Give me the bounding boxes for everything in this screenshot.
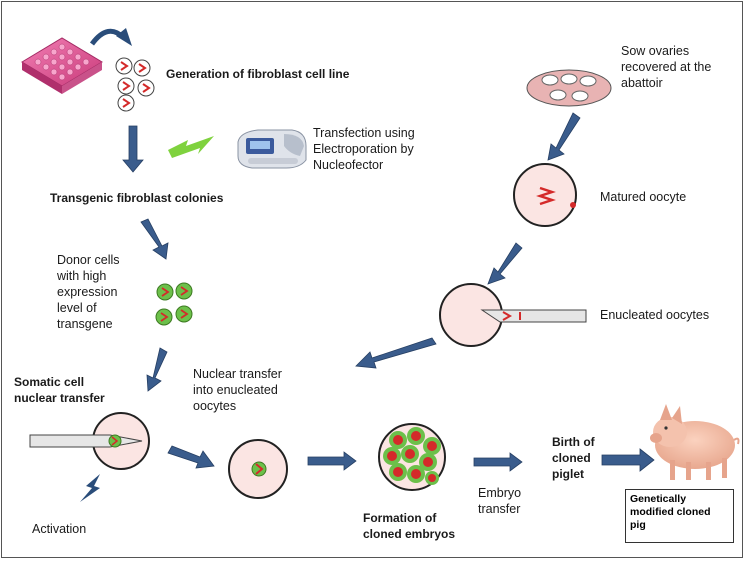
arrow-birth: [601, 448, 655, 472]
label-transfection: Transfection using Electroporation by Nu…: [313, 126, 415, 172]
label-scnt: Somatic cell nuclear transfer: [14, 375, 105, 405]
arrow-enucleated-to-nt: [355, 337, 437, 369]
activation-bolt-icon: [80, 474, 100, 502]
label-fibroblast-line: Generation of fibroblast cell line: [166, 67, 350, 81]
chromatin-icon: [120, 61, 151, 108]
label-matured-oocyte: Matured oocyte: [600, 190, 687, 204]
label-birth: Birth of cloned piglet: [552, 435, 595, 481]
arrow-oocyte-to-enucleated: [487, 242, 523, 285]
nucleofector-device-icon: [237, 129, 307, 169]
fibroblast-cells-icon: [115, 57, 155, 112]
sow-ovaries-icon: [526, 69, 612, 107]
flow-arrows: [122, 112, 655, 472]
curved-arrow-icon: [89, 28, 132, 46]
label-enucleated-oocytes: Enucleated oocytes: [600, 308, 710, 322]
label-sow-ovaries: Sow ovaries recovered at the abattoir: [621, 44, 712, 90]
arrow-down-1: [122, 125, 144, 173]
cloned-embryo-icon: [378, 423, 446, 491]
piglet-icon: [650, 404, 740, 480]
label-modified-pig: Genetically modified cloned pig: [625, 489, 734, 543]
arrow-scnt-to-oocyte: [167, 445, 215, 469]
arrow-oocyte-to-embryo: [307, 451, 357, 471]
label-embryo-transfer: Embryo transfer: [478, 486, 522, 516]
label-transgenic-colonies: Transgenic fibroblast colonies: [50, 191, 224, 205]
label-nuclear-transfer: Nuclear transfer into enucleated oocytes: [193, 367, 282, 413]
label-donor-cells: Donor cells with high expression level o…: [57, 253, 120, 331]
enucleated-oocyte-icon: [439, 283, 587, 347]
matured-oocyte-icon: [513, 163, 577, 227]
lightning-bolt-icon: [168, 136, 214, 158]
label-activation: Activation: [32, 522, 87, 536]
donor-cells-icon: [155, 282, 193, 326]
scnt-oocyte-icon: [29, 412, 150, 470]
label-cloned-embryos: Formation of cloned embryos: [363, 511, 456, 541]
culture-plate-icon: [21, 37, 103, 94]
arrow-down-2: [140, 218, 169, 260]
arrow-embryo-transfer: [473, 452, 523, 472]
arrow-down-3: [146, 347, 168, 392]
reconstructed-oocyte-icon: [228, 439, 288, 499]
arrow-sow-to-oocyte: [547, 112, 581, 161]
